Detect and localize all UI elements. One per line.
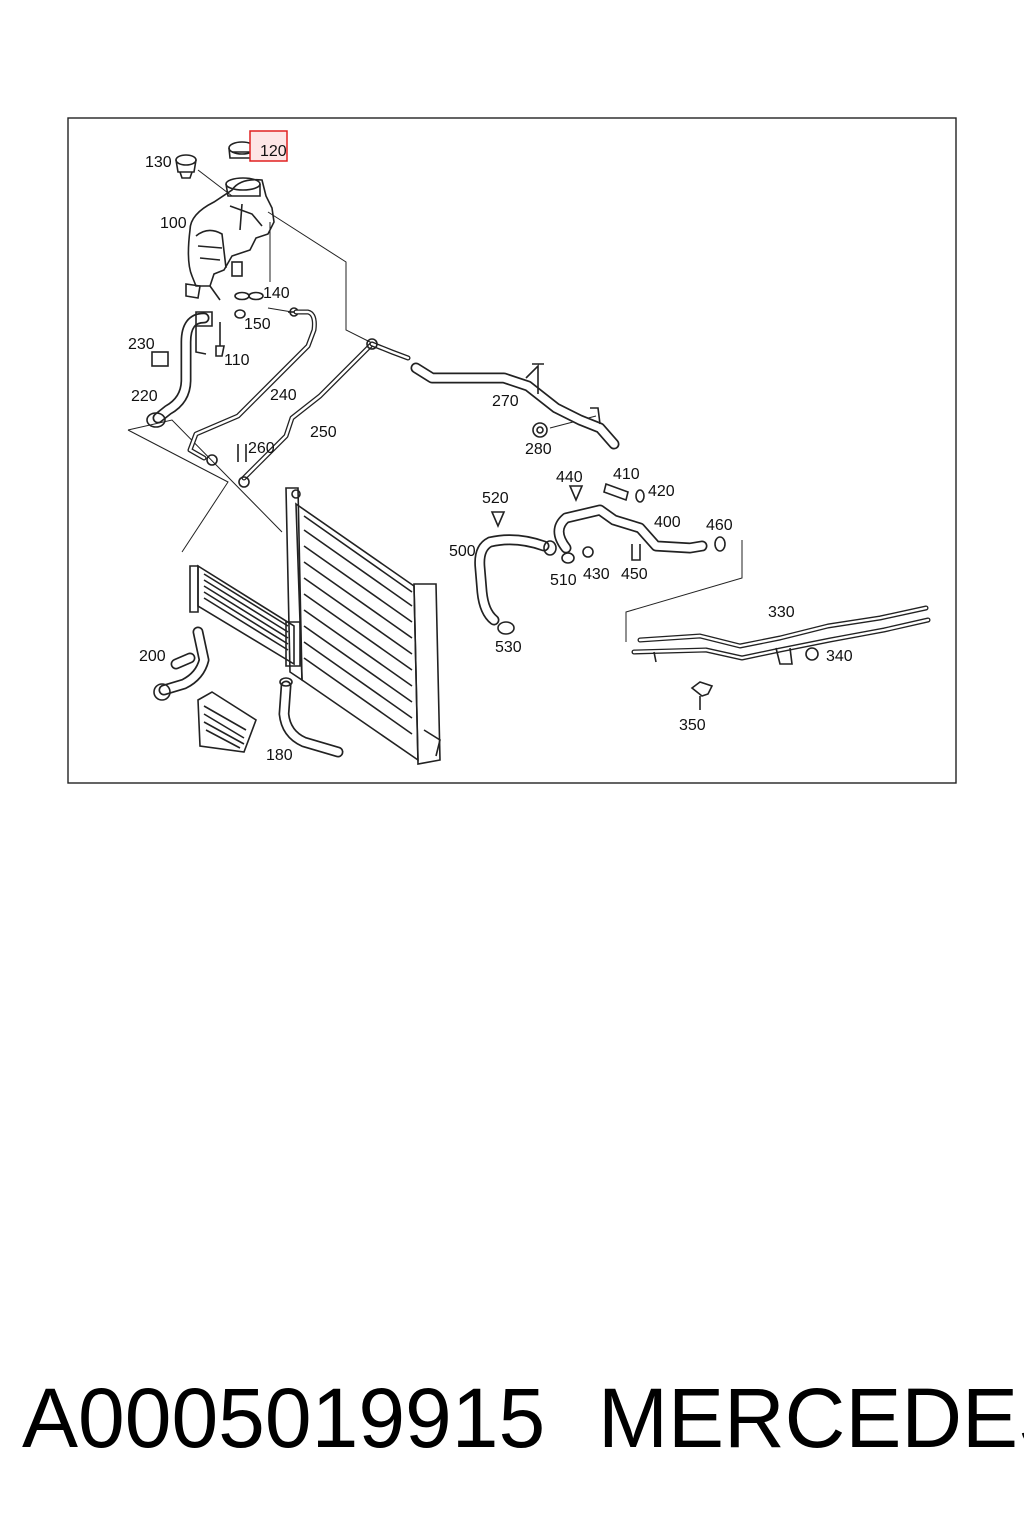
label-280: 280 [525, 441, 552, 458]
label-340: 340 [826, 648, 853, 665]
label-500: 500 [449, 543, 476, 560]
label-120: 120 [260, 143, 287, 160]
label-350: 350 [679, 717, 706, 734]
part-number-labels: 130 120 100 140 150 110 230 220 240 260 … [128, 130, 853, 764]
sensor-350 [690, 681, 714, 710]
hose-220-230 [146, 311, 213, 428]
label-100: 100 [160, 215, 187, 232]
label-110: 110 [224, 352, 250, 369]
leader-lines [127, 211, 743, 642]
label-150: 150 [244, 316, 271, 333]
label-420: 420 [648, 483, 675, 500]
exploded-parts-diagram: 130 120 100 140 150 110 230 220 240 260 … [67, 117, 957, 784]
label-250: 250 [310, 424, 337, 441]
nut-280 [532, 422, 548, 438]
part-number: A0005019915 [22, 1371, 546, 1465]
label-450: 450 [621, 566, 648, 583]
label-140: 140 [263, 285, 290, 302]
label-440: 440 [556, 469, 583, 486]
label-130: 130 [145, 154, 172, 171]
pipe-270 [366, 338, 620, 450]
hose-400 [553, 482, 726, 561]
label-430: 430 [583, 566, 610, 583]
label-260: 260 [248, 440, 275, 457]
cap-130 [175, 154, 233, 197]
brand-name: MERCEDES [598, 1371, 1024, 1465]
label-530: 530 [495, 639, 522, 656]
label-400: 400 [654, 514, 681, 531]
label-460: 460 [706, 517, 733, 534]
hose-200 [153, 626, 210, 701]
radiator [285, 487, 441, 765]
label-270: 270 [492, 393, 519, 410]
pipes-240-250 [187, 309, 375, 488]
label-520: 520 [482, 490, 509, 507]
label-240: 240 [270, 387, 297, 404]
label-120-highlight [249, 130, 288, 162]
label-410: 410 [613, 466, 640, 483]
label-330: 330 [768, 604, 795, 621]
label-510: 510 [550, 572, 577, 589]
pipe-330 [631, 605, 931, 665]
diagram-frame [67, 117, 957, 784]
expansion-tank [185, 177, 275, 301]
label-200: 200 [139, 648, 166, 665]
label-220: 220 [131, 388, 158, 405]
hose-500 [474, 511, 575, 635]
auxiliary-cooler [189, 564, 301, 667]
label-180: 180 [266, 747, 293, 764]
hose-180 [278, 677, 344, 758]
oil-cooler [197, 691, 257, 753]
label-230: 230 [128, 336, 155, 353]
